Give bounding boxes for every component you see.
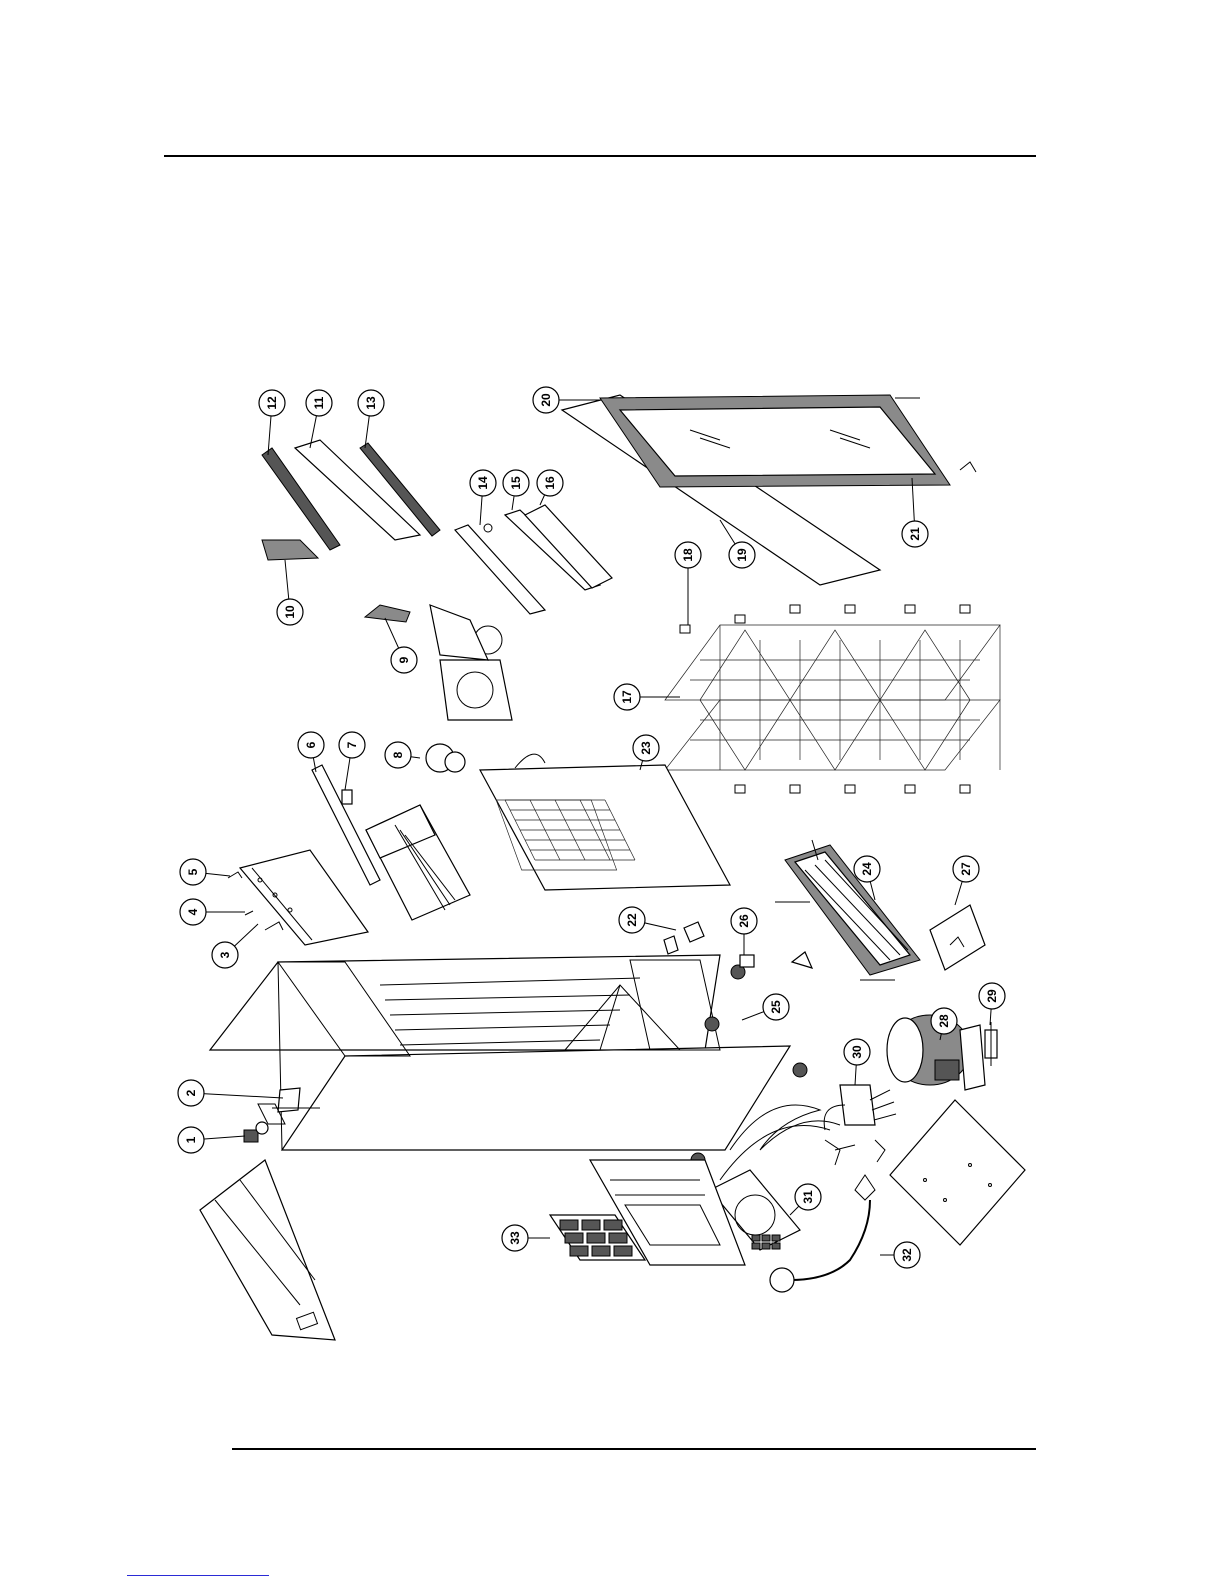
callout-label-9: 9: [397, 656, 411, 663]
callout-label-23: 23: [639, 741, 653, 755]
lower-front-panel: [550, 1160, 745, 1265]
callout-label-12: 12: [265, 396, 279, 410]
callout-label-1: 1: [184, 1136, 198, 1143]
callout-leader-2: [191, 1093, 283, 1098]
electrical-box: [930, 905, 985, 970]
condenser: [775, 840, 920, 980]
callout-label-25: 25: [769, 1000, 783, 1014]
callout-label-29: 29: [985, 989, 999, 1003]
glass-door: [562, 395, 976, 585]
callout-label-15: 15: [509, 476, 523, 490]
callout-label-18: 18: [681, 548, 695, 562]
callout-label-5: 5: [186, 868, 200, 875]
top-panel: [262, 440, 440, 550]
callout-label-14: 14: [476, 476, 490, 490]
callout-label-3: 3: [218, 951, 232, 958]
top-frame: [228, 850, 368, 945]
callout-label-7: 7: [345, 741, 359, 748]
base-plate: [890, 1100, 1025, 1245]
callout-label-24: 24: [860, 862, 874, 876]
callout-label-8: 8: [391, 751, 405, 758]
callout-label-2: 2: [184, 1089, 198, 1096]
callout-label-22: 22: [625, 913, 639, 927]
fan-motor: [824, 1085, 896, 1165]
callout-label-30: 30: [850, 1045, 864, 1059]
callout-label-13: 13: [364, 396, 378, 410]
callout-label-31: 31: [801, 1190, 815, 1204]
callout-label-28: 28: [937, 1014, 951, 1028]
side-panel: [200, 1160, 335, 1340]
callout-label-20: 20: [539, 393, 553, 407]
callout-label-17: 17: [620, 690, 634, 704]
callout-label-19: 19: [735, 548, 749, 562]
callout-label-26: 26: [737, 914, 751, 928]
back-panel: [480, 754, 730, 890]
cabinet-body: [210, 955, 790, 1150]
callout-label-33: 33: [508, 1231, 522, 1245]
wire-shelves: [665, 605, 1000, 793]
callout-label-21: 21: [908, 527, 922, 541]
callout-label-16: 16: [543, 476, 557, 490]
rails: [455, 505, 612, 614]
callout-label-6: 6: [304, 741, 318, 748]
callout-label-10: 10: [283, 605, 297, 619]
callout-label-27: 27: [959, 862, 973, 876]
callout-label-32: 32: [900, 1248, 914, 1262]
callout-label-4: 4: [186, 908, 200, 915]
callout-label-11: 11: [312, 396, 326, 409]
